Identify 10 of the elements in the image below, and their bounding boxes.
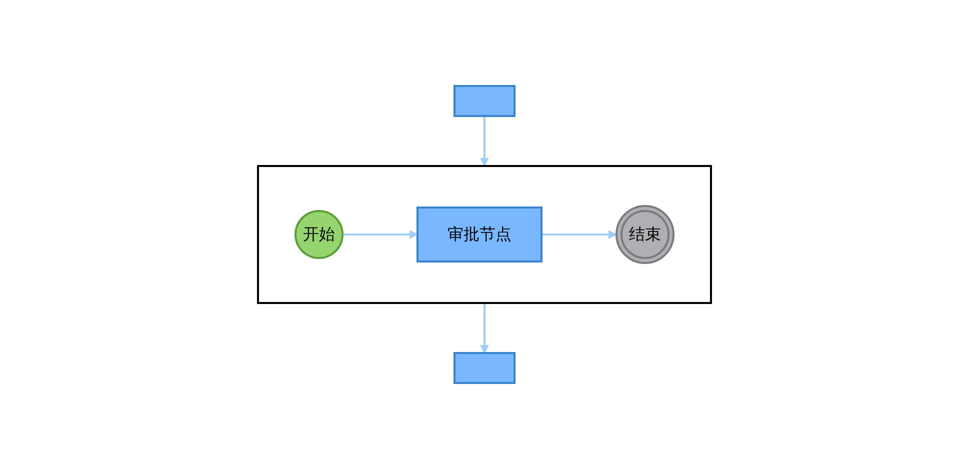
node-box [453,84,515,116]
cluster [256,164,712,304]
node-circle: 结束 [615,204,674,264]
arrow [541,230,616,238]
node-box: 审批节点 [416,206,542,262]
node-circle: 开始 [294,210,343,258]
arrow [480,116,488,166]
arrow [480,302,488,353]
node-box [453,352,515,384]
arrow [342,230,418,238]
